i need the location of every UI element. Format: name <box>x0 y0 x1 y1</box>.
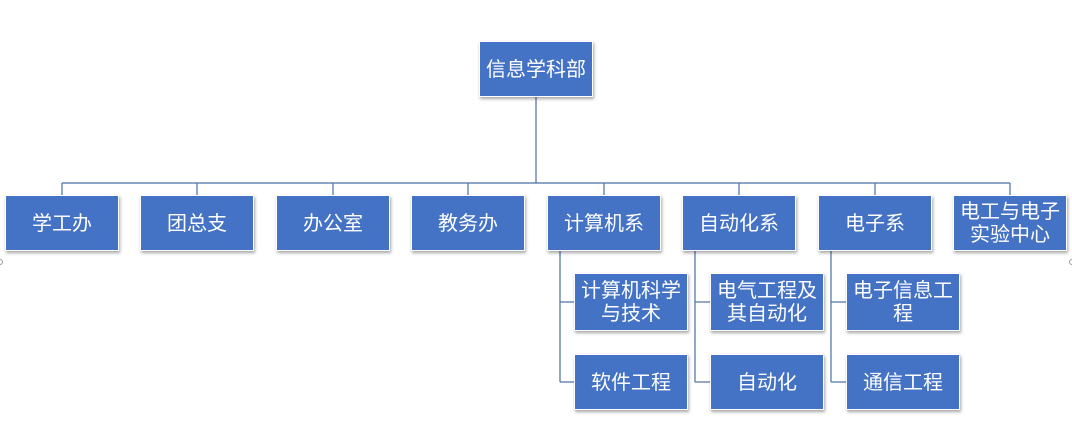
right-resize-handle[interactable] <box>1069 259 1072 265</box>
sub-node-automation: 自动化 <box>710 354 824 410</box>
dept-node-tuanzongzhi: 团总支 <box>140 195 254 251</box>
root-node: 信息学科部 <box>479 41 593 97</box>
sub-node-telecom: 通信工程 <box>846 354 960 410</box>
sub-node-software: 软件工程 <box>574 354 688 410</box>
dept-node-electronics: 电子系 <box>818 195 932 251</box>
dept-node-xuegongban: 学工办 <box>5 195 119 251</box>
dept-node-lab-center: 电工与电子实验中心 <box>953 195 1067 251</box>
sub-node-electrical: 电气工程及其自动化 <box>710 273 824 331</box>
sub-node-electronic-info: 电子信息工程 <box>846 273 960 331</box>
dept-node-bangongshi: 办公室 <box>276 195 390 251</box>
dept-node-automation: 自动化系 <box>682 195 796 251</box>
left-resize-handle[interactable] <box>0 259 3 265</box>
dept-node-computer: 计算机系 <box>547 195 661 251</box>
dept-node-jiaowuban: 教务办 <box>411 195 525 251</box>
sub-node-cs-tech: 计算机科学与技术 <box>574 273 688 331</box>
